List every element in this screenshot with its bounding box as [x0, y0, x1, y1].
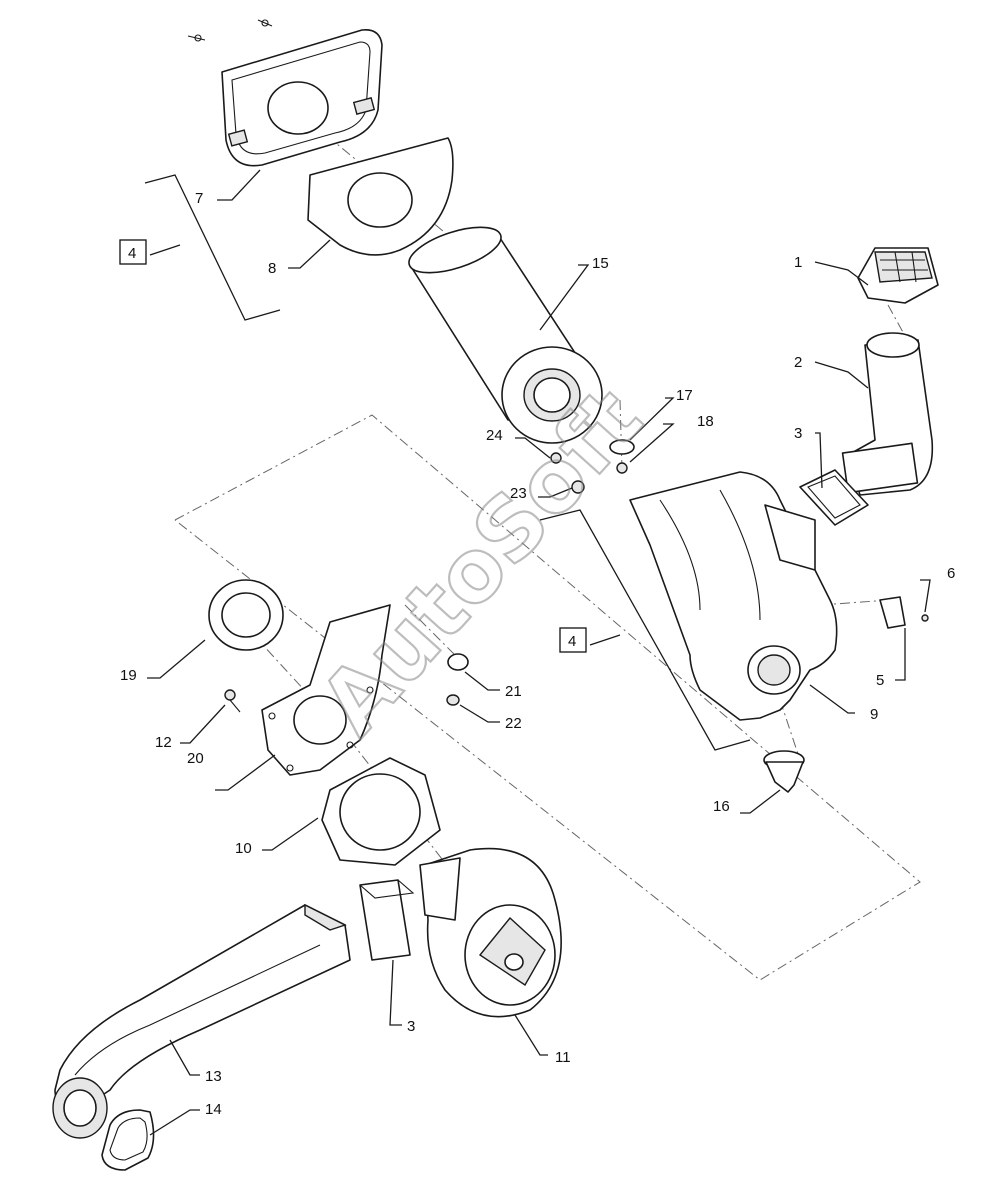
gasket-part-3-lower [359, 879, 415, 961]
callout-19: 19 [120, 667, 137, 684]
precleaner-cap-part-1 [857, 247, 939, 304]
duct-gasket-part-14 [101, 1109, 155, 1171]
reference-box-left-label: 4 [128, 245, 136, 262]
bolt-part-12 [224, 689, 241, 713]
callout-10: 10 [235, 840, 252, 857]
assembly-bracket-right [539, 509, 751, 751]
assembly-bracket-left [144, 174, 281, 321]
callout-22: 22 [505, 715, 522, 732]
callout-labels: 1 2 3 5 6 7 8 9 10 11 12 13 14 15 16 17 … [120, 190, 955, 1118]
callout-11: 11 [555, 1049, 571, 1066]
washer-part-23 [571, 480, 585, 494]
reference-box-right-label: 4 [568, 633, 576, 650]
leader-lines [147, 169, 931, 1136]
callout-15: 15 [592, 255, 609, 272]
duct-part-13 [52, 903, 351, 1139]
callout-5: 5 [876, 672, 884, 689]
flange-gasket-part-10 [321, 757, 441, 866]
blower-part-11 [419, 847, 562, 1018]
callout-18: 18 [697, 413, 714, 430]
screw-icon [187, 19, 273, 42]
gasket-part-3-upper [799, 469, 869, 526]
callout-7: 7 [195, 190, 203, 207]
clip-part-5 [879, 596, 906, 629]
callout-9: 9 [870, 706, 878, 723]
washer-part-17 [609, 439, 635, 455]
callout-3-lower: 3 [407, 1018, 415, 1035]
callout-17: 17 [676, 387, 693, 404]
plate-part-8 [307, 137, 454, 256]
inlet-elbow-part-2 [841, 332, 934, 496]
callout-2: 2 [794, 354, 802, 371]
filter-housing-part-9 [629, 471, 838, 721]
callout-21: 21 [505, 683, 522, 700]
callout-24: 24 [486, 427, 503, 444]
dust-valve-part-16 [763, 750, 805, 793]
callout-20: 20 [187, 750, 204, 767]
mounting-bracket-part-20 [261, 604, 391, 776]
reference-box-left: 4 [119, 239, 147, 265]
nut-part-18 [616, 462, 628, 474]
callout-14: 14 [205, 1101, 222, 1118]
callout-1: 1 [794, 254, 802, 271]
ring-seal-part-19 [208, 579, 284, 651]
callout-6: 6 [947, 565, 955, 582]
nut-part-24 [550, 452, 562, 464]
upper-cover-part-7 [187, 19, 383, 167]
filter-cartridge-part-15 [408, 226, 603, 444]
nut-part-22 [446, 694, 460, 706]
callout-3-upper: 3 [794, 425, 802, 442]
callout-8: 8 [268, 260, 276, 277]
washer-part-21 [447, 653, 469, 671]
callout-12: 12 [155, 734, 172, 751]
screw-part-6 [921, 614, 929, 622]
reference-box-right: 4 [559, 627, 587, 653]
callout-16: 16 [713, 798, 730, 815]
callout-13: 13 [205, 1068, 222, 1085]
callout-23: 23 [510, 485, 527, 502]
watermark-text: AutoSoft [301, 369, 661, 754]
